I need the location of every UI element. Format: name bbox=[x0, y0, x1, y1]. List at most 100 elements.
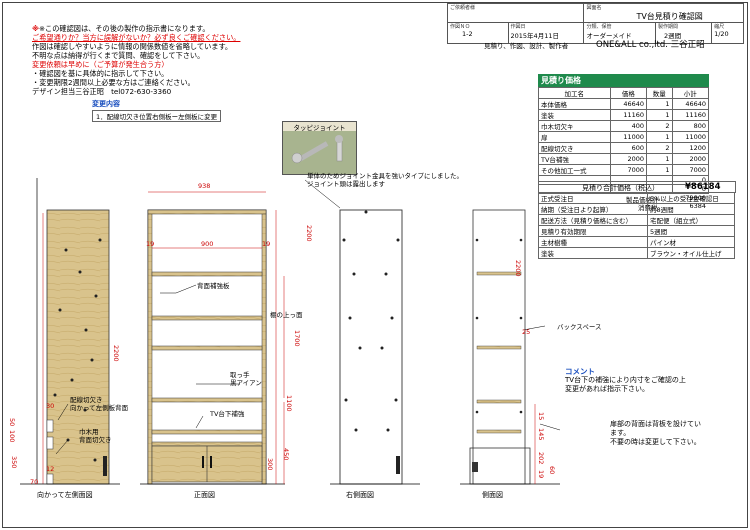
production-period: 2週間 bbox=[663, 32, 682, 40]
dim-50: 50 bbox=[8, 418, 16, 427]
total-label: 見積り合計価格（税込） bbox=[582, 184, 659, 192]
dim-938: 938 bbox=[198, 182, 211, 190]
comment-text-1: TV台下の補強により内寸をご確認の上 bbox=[565, 376, 686, 384]
role-label: 見積り、作図、設計、製作者 bbox=[484, 42, 569, 50]
side-view-title: 側面図 bbox=[482, 491, 503, 499]
dim-2200-front: 2200 bbox=[305, 225, 313, 242]
dim-300: 300 bbox=[266, 458, 274, 471]
spec-row: 配送方法（見積り価格に含む）宅配便（組立式） bbox=[538, 214, 736, 226]
dim-900: 900 bbox=[201, 240, 214, 248]
shelf-top-label: 棚の上っ面 bbox=[270, 311, 303, 319]
comment-title: コメント bbox=[565, 367, 595, 376]
dim-60: 60 bbox=[548, 466, 556, 475]
left-view-title: 向かって左側面図 bbox=[37, 491, 93, 499]
front-view-title: 正面図 bbox=[194, 491, 215, 499]
dim-70: 70 bbox=[30, 478, 39, 486]
back-brace-label: 背面補強板 bbox=[197, 282, 230, 290]
side-section-view bbox=[460, 209, 560, 485]
dim-1100: 1100 bbox=[285, 395, 293, 412]
dim-25: 25 bbox=[522, 328, 531, 336]
note-line-4: 不明な点は納得が行くまで質問、確認をして下さい。 bbox=[32, 51, 205, 60]
price-title: 見積り価格 bbox=[538, 74, 709, 87]
total-value: ¥86184 bbox=[685, 182, 721, 192]
price-header-row: 加工名価格数量小計 bbox=[538, 87, 710, 99]
note-line-6: ・確認図を基に具体的に指示して下さい。 bbox=[32, 69, 169, 78]
dim-19-left: 19 bbox=[146, 240, 155, 248]
left-side-view bbox=[20, 178, 120, 485]
baseboard-note-line-2: 背面切欠き bbox=[79, 436, 112, 444]
note-line-8: デザイン担当三谷正昭 tel072-630-3360 bbox=[32, 87, 172, 96]
spec-row: 塗装ブラウン・オイル仕上げ bbox=[538, 247, 736, 259]
drawing-no: 1-2 bbox=[462, 30, 473, 38]
note-line-5: 変更依頼は早めに（ご予算が発生合う方） bbox=[32, 60, 169, 69]
dim-15: 15 bbox=[537, 412, 545, 421]
tappy-joint-image bbox=[283, 131, 356, 174]
drawing-scale: 1/20 bbox=[714, 30, 729, 38]
dim-100: 100 bbox=[8, 430, 16, 443]
drawing-category: オーダーメイド bbox=[586, 32, 632, 40]
drawing-date: 2015年4月11日 bbox=[510, 32, 559, 40]
dim-450: 450 bbox=[282, 448, 290, 461]
wiring-note-line-2: 向かって左側板背面 bbox=[70, 404, 129, 412]
tappy-joint-label: タッピジョイント bbox=[283, 122, 356, 132]
spec-value: ブラウン・オイル仕上げ bbox=[646, 247, 736, 259]
dim-202: 202 bbox=[537, 452, 545, 465]
joint-note-line-2: ジョイント頭は露出します bbox=[307, 180, 385, 188]
right-view-title: 右側面図 bbox=[346, 491, 374, 499]
handle-label-line-2: 黒アイアン bbox=[230, 379, 262, 387]
baseboard-note-line-1: 巾木用 bbox=[79, 428, 99, 436]
change-block: 変更内容 1．配線切欠き位置右側板ー左側板に変更 bbox=[92, 99, 222, 122]
right-side-view bbox=[330, 209, 420, 485]
drawing-name: TV台見積り確認図 bbox=[636, 12, 703, 21]
door-back-note: 扉部の背面は背板を設けてい ます。 不要の時は変更して下さい。 bbox=[610, 420, 701, 447]
notes-block: ※※この確認図は、その後の製作の指示書になります。 ご希望通りか？当方に誤解がな… bbox=[32, 24, 240, 96]
note-line-2: ご希望通りか？当方に誤解がないか？必ず良くご確認ください。 bbox=[32, 33, 241, 42]
wiring-note: 配線切欠き 向かって左側板背面 bbox=[70, 396, 128, 412]
change-item: 1．配線切欠き位置右側板ー左側板に変更 bbox=[92, 110, 222, 122]
wiring-note-line-1: 配線切欠き bbox=[70, 396, 103, 404]
category-cell: 分類、保管オーダーメイド bbox=[583, 22, 656, 44]
tv-brace-label: TV台下補強 bbox=[210, 410, 245, 418]
joint-note: 単体のためジョイント金具を強いタイプにしました。 ジョイント頭は露出します bbox=[307, 172, 463, 188]
front-view bbox=[140, 191, 285, 485]
dim-12: 12 bbox=[46, 465, 55, 473]
comment-text-2: 変更があれば指示下さい。 bbox=[565, 385, 649, 393]
tappy-joint-photo: タッピジョイント bbox=[282, 121, 357, 175]
door-back-note-line-3: 不要の時は変更して下さい。 bbox=[610, 438, 701, 446]
joint-note-line-1: 単体のためジョイント金具を強いタイプにしました。 bbox=[307, 172, 463, 180]
dim-2200-left: 2200 bbox=[112, 345, 120, 362]
dim-19-right: 19 bbox=[262, 240, 271, 248]
back-space-label: バックスペース bbox=[557, 323, 602, 331]
dim-1700: 1700 bbox=[293, 330, 301, 347]
dim-145: 145 bbox=[537, 428, 545, 441]
baseboard-note: 巾木用 背面切欠き bbox=[79, 428, 112, 444]
handle-label-line-1: 取っ手 bbox=[230, 371, 250, 379]
handle-label: 取っ手 黒アイアン bbox=[230, 371, 262, 387]
dim-2200-side: 2200 bbox=[514, 260, 522, 277]
comment-block: コメント TV台下の補強により内寸をご確認の上 変更があれば指示下さい。 bbox=[565, 367, 686, 394]
note-line-3: 作図は確認しやすいように情報の関係数値を省略しています。 bbox=[32, 42, 233, 51]
dim-30: 30 bbox=[46, 402, 55, 410]
door-back-note-line-2: ます。 bbox=[610, 429, 631, 437]
note-line-7: ・変更期限2週間以上必要な方はご連絡ください。 bbox=[32, 78, 195, 87]
door-back-note-line-1: 扉部の背面は背板を設けてい bbox=[610, 420, 701, 428]
dim-19-side: 19 bbox=[537, 470, 545, 479]
